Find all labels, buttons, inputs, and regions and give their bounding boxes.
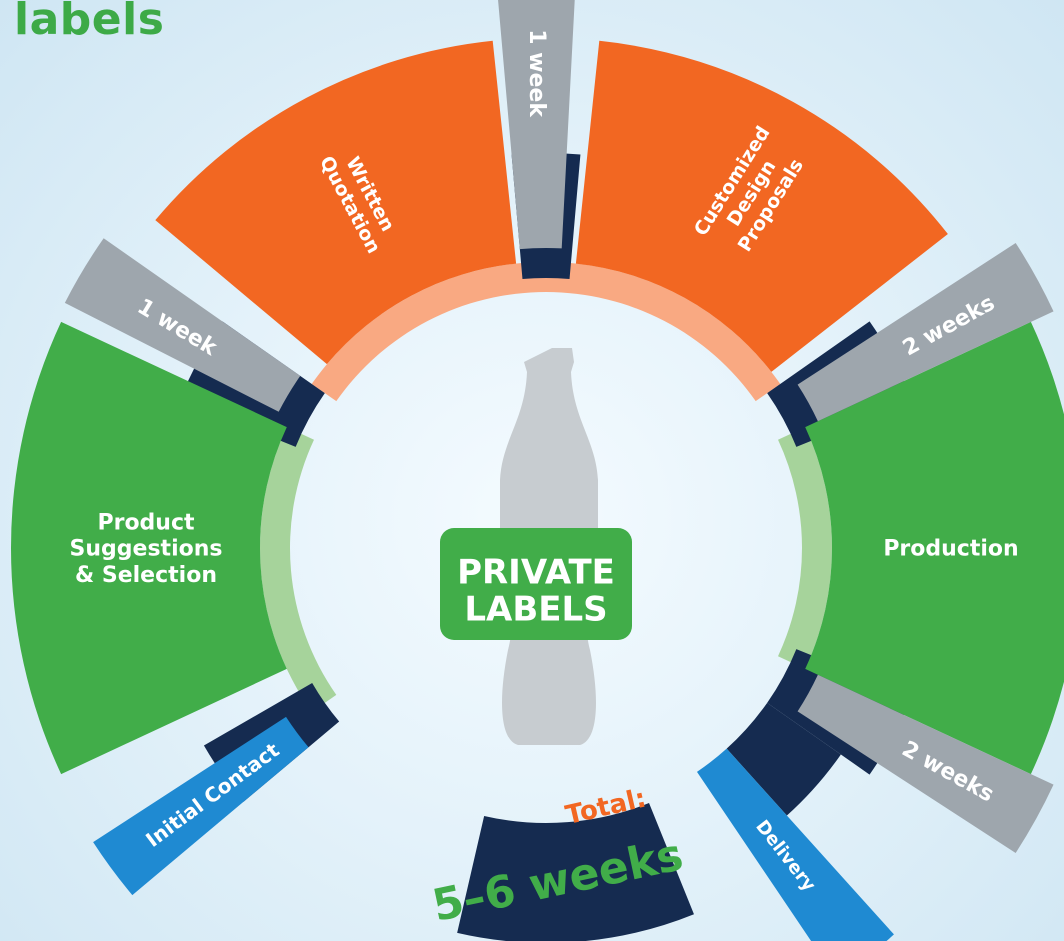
center-label-line2: LABELS: [464, 590, 607, 630]
center-label-line1: PRIVATE: [457, 553, 615, 593]
duration-bar-after-selection: [64, 238, 301, 412]
wedge-design-proposals: [575, 40, 948, 372]
center-label-box: [440, 528, 632, 640]
bar-delivery: [696, 748, 894, 941]
wedge-written-quotation: [155, 40, 517, 365]
navy-block-delivery: [726, 702, 841, 816]
label-duration-after-quotation: 1 week: [524, 29, 549, 118]
ring-right-light-green: [778, 427, 833, 669]
duration-bar-after-quotation: [498, 0, 575, 250]
wedge-production: [805, 321, 1064, 775]
duration-bar-after-production: [797, 674, 1054, 853]
duration-bar-after-design: [797, 243, 1054, 422]
wedge-product-selection: [10, 321, 287, 775]
bar-initial-contact: [93, 716, 309, 896]
ring-left-light-green: [260, 427, 337, 713]
wedges: [10, 0, 1064, 941]
label-production: Production: [883, 537, 1018, 562]
ring-top-light-orange: [311, 262, 781, 402]
page-title: labels: [14, 0, 165, 45]
total-arc: [457, 802, 694, 941]
